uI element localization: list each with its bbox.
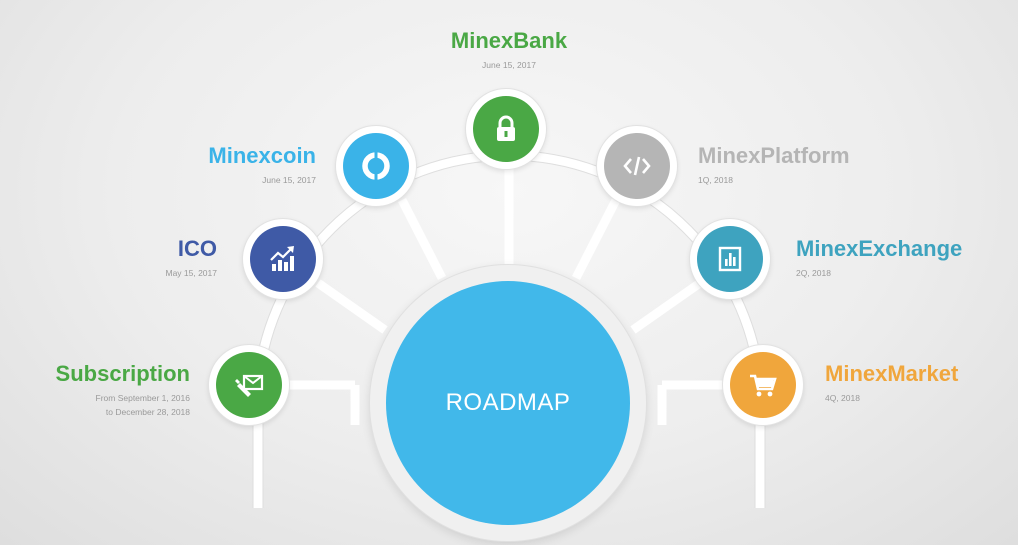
milestone-node-minexbank[interactable]: [466, 89, 546, 169]
milestone-date: 4Q, 2018: [825, 393, 860, 403]
roadmap-hub: ROADMAP: [386, 281, 630, 525]
coin-ring-icon: [362, 151, 390, 181]
padlock-icon: [497, 115, 515, 141]
milestone-node-minexexchange[interactable]: [690, 219, 770, 299]
milestone-node-ico[interactable]: [243, 219, 323, 299]
milestone-node-subscription[interactable]: [209, 345, 289, 425]
milestone-node-minexplatform[interactable]: [597, 126, 677, 206]
milestone-label-minexplatform: MinexPlatform 1Q, 2018: [698, 143, 850, 187]
milestone-title: Minexcoin: [208, 143, 316, 168]
milestone-label-subscription: Subscription From September 1, 2016 to D…: [56, 361, 190, 419]
shopping-cart-icon: [750, 374, 777, 397]
milestone-node-minexmarket[interactable]: [723, 345, 803, 425]
milestone-label-minexexchange: MinexExchange 2Q, 2018: [796, 236, 962, 280]
milestone-date: May 15, 2017: [165, 268, 217, 278]
milestone-date: From September 1, 2016 to December 28, 2…: [95, 393, 191, 417]
milestone-date: 1Q, 2018: [698, 175, 733, 185]
milestone-title: Subscription: [55, 361, 190, 386]
milestone-title: MinexPlatform: [698, 143, 850, 168]
milestone-title: MinexExchange: [796, 236, 963, 261]
milestone-date: June 15, 2017: [262, 175, 316, 185]
hub-label: ROADMAP: [445, 389, 571, 416]
code-icon: [623, 156, 651, 176]
milestone-date: 2Q, 2018: [796, 268, 831, 278]
bar-chart-icon: [718, 246, 742, 272]
milestone-title: MinexMarket: [825, 361, 959, 386]
milestone-date: June 15, 2017: [482, 60, 536, 70]
pen-envelope-icon: [235, 374, 264, 397]
milestone-label-minexmarket: MinexMarket 4Q, 2018: [825, 361, 958, 405]
milestone-title: MinexBank: [450, 28, 568, 53]
milestone-label-minexcoin: Minexcoin June 15, 2017: [208, 143, 316, 187]
milestone-title: ICO: [177, 236, 217, 261]
milestone-label-ico: ICO May 15, 2017: [165, 236, 217, 280]
milestone-label-minexbank: MinexBank June 15, 2017: [409, 28, 609, 72]
milestone-node-minexcoin[interactable]: [336, 126, 416, 206]
growth-chart-icon: [270, 246, 294, 271]
